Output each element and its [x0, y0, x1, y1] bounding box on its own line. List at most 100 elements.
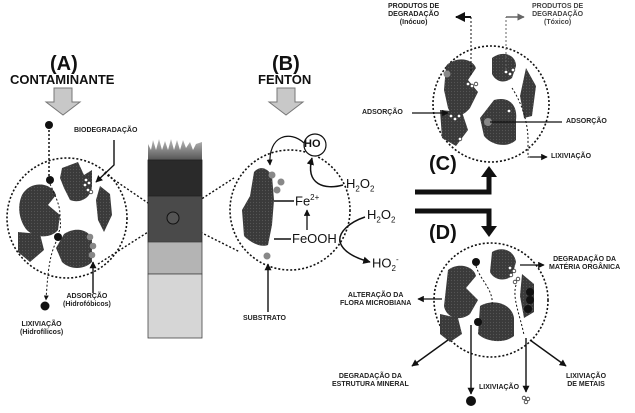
panel-d-letter: (D) — [429, 222, 457, 244]
leached-cluster-icon — [521, 395, 531, 405]
particle — [444, 59, 478, 116]
ho2-label: HO2- — [372, 255, 399, 273]
ho2-charge: - — [395, 255, 399, 264]
aggregate-circle-c — [432, 45, 550, 163]
panel-b-letter: (B) — [272, 53, 300, 75]
contaminant-dot — [474, 318, 482, 326]
arrow-to-d — [415, 208, 492, 228]
panel-c-letter: (C) — [429, 153, 457, 175]
products-safe-line3: (Inócuo) — [399, 19, 428, 27]
panel-a — [6, 87, 128, 311]
particle — [492, 53, 516, 82]
soil-layer-top — [147, 159, 203, 197]
aggregate-circle-b — [229, 149, 351, 271]
fe2-label: Fe2+ — [295, 193, 319, 209]
leached-dot — [40, 301, 50, 311]
down-arrow-a — [44, 87, 82, 116]
substrate-label: SUBSTRATO — [243, 315, 286, 322]
degradation-cluster-icon — [448, 67, 516, 142]
hydroxyl-radical-circle — [303, 133, 327, 157]
particle — [56, 229, 92, 268]
aggregate-circle-d — [433, 242, 549, 358]
mineral-line1: DEGRADAÇÃO DA — [338, 373, 402, 380]
particle — [520, 68, 536, 118]
products-safe-label: PRODUTOS DE DEGRADAÇÃO (Inócuo) — [388, 3, 439, 27]
mineral-line2: ESTRUTURA MINERAL — [332, 381, 409, 389]
metal-dot — [526, 288, 534, 296]
metals-line1: LIXIVIAÇÃO — [566, 373, 607, 380]
products-toxic-line3: (Tóxico) — [543, 19, 572, 27]
adsorption-note: (Hidrofóbicos) — [63, 301, 111, 309]
panel-c — [412, 12, 562, 163]
particle — [490, 249, 516, 280]
products-safe-line1: PRODUTOS DE — [388, 3, 440, 10]
organic-line1: DEGRADAÇÃO DA — [553, 256, 617, 263]
particle — [19, 184, 60, 237]
panel-b — [229, 87, 371, 312]
panel-a-title: CONTAMINANTE — [10, 72, 115, 87]
mineral-structure-label: DEGRADAÇÃO DA ESTRUTURA MINERAL — [332, 373, 409, 389]
adsorption-right-label: ADSORÇÃO — [566, 118, 607, 125]
leaching-label-c: LIXIVIAÇÃO — [551, 153, 592, 160]
droplet — [443, 70, 451, 78]
biodegradation-label: BIODEGRADAÇÃO — [74, 127, 138, 134]
soil-layer-lower — [147, 241, 203, 275]
droplet — [89, 242, 97, 250]
leached-dot — [466, 396, 476, 406]
droplet — [268, 171, 276, 179]
adsorption-label-a: ADSORÇÃO (Hidrofóbicos) — [63, 293, 111, 309]
droplet — [273, 186, 281, 194]
particle — [18, 232, 44, 262]
contaminant-dot — [45, 121, 53, 129]
leaching-text: LIXIVIAÇÃO — [21, 321, 62, 328]
droplet — [263, 252, 271, 260]
particle — [440, 314, 462, 342]
flora-line1: ALTERAÇÃO DA — [347, 292, 404, 299]
soil-column — [147, 139, 203, 339]
flora-line2: FLORA MICROBIANA — [340, 300, 412, 308]
leaching-note: (Hidrofílicos) — [20, 329, 64, 337]
h2o2-h: H — [367, 207, 377, 222]
products-safe-line2: DEGRADAÇÃO — [388, 11, 440, 19]
particle — [444, 265, 478, 319]
particle — [96, 186, 112, 232]
adsorption-left-label: ADSORÇÃO — [362, 109, 403, 116]
down-arrow-b — [267, 87, 305, 116]
zoom-focus-circle — [166, 211, 180, 225]
fe2-text: Fe — [295, 193, 311, 209]
droplet — [484, 118, 492, 126]
panel-a-letter: (A) — [50, 53, 78, 75]
h2o2-label-right: H2O2 — [367, 207, 396, 225]
soil-layer-base — [147, 273, 203, 339]
particle — [478, 302, 514, 342]
contaminant-dot — [54, 233, 62, 241]
particle — [440, 110, 468, 146]
organic-line2: MATÉRIA ORGÂNICA — [549, 264, 621, 272]
droplet — [88, 251, 96, 259]
branch-arrows — [415, 166, 497, 237]
particle — [60, 162, 92, 202]
panel-b-title: FENTON — [258, 72, 312, 87]
aggregate-circle-a — [6, 157, 128, 279]
droplet — [86, 233, 94, 241]
metal-dot — [526, 296, 534, 304]
h2o2-label-top: H2O2 — [346, 176, 375, 194]
adsorption-text: ADSORÇÃO — [66, 293, 108, 300]
products-toxic-line2: DEGRADAÇÃO — [532, 11, 584, 19]
products-toxic-line1: PRODUTOS DE — [532, 3, 584, 10]
microbial-flora-label: ALTERAÇÃO DA FLORA MICROBIANA — [340, 292, 411, 308]
biodegradation-cluster-icon — [82, 177, 94, 195]
vegetation — [148, 139, 202, 160]
hydroxyl-radical-label: HO — [304, 138, 321, 150]
ho2-text: HO — [372, 255, 392, 271]
droplet — [277, 178, 285, 186]
feooh-label: FeOOH — [292, 231, 337, 246]
contaminant-dot — [46, 176, 54, 184]
degradation-cluster-icon — [507, 265, 521, 285]
products-toxic-label: PRODUTOS DE DEGRADAÇÃO (Tóxico) — [532, 3, 583, 27]
metal-leaching-label: LIXIVIAÇÃO DE METAIS — [566, 373, 606, 389]
h2o2-h: H — [346, 176, 356, 191]
leaching-label-a: LIXIVIAÇÃO (Hidrofílicos) — [20, 321, 63, 337]
